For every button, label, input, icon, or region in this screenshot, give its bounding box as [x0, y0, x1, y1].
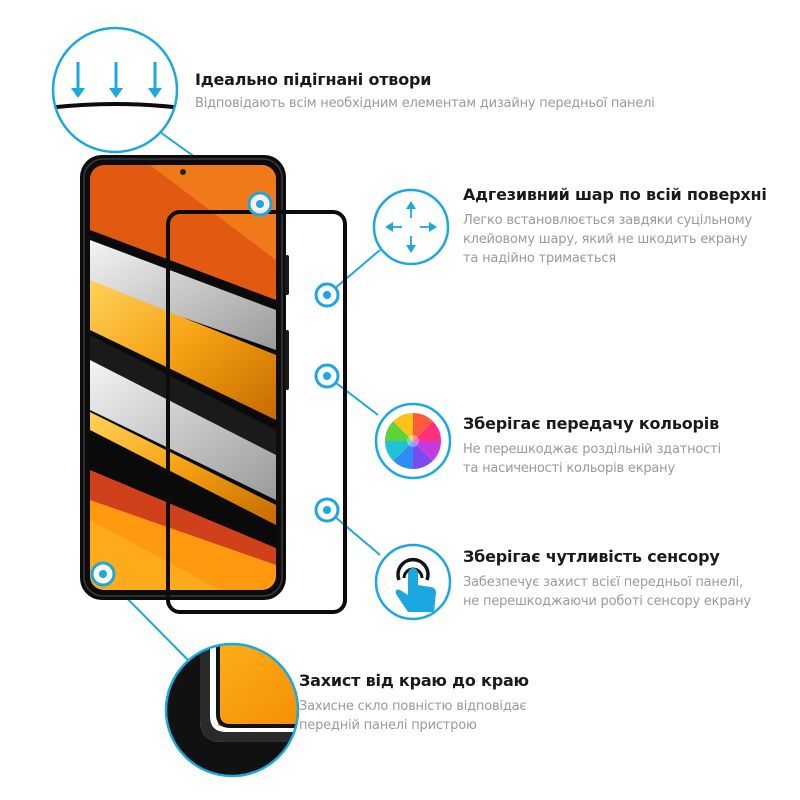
phone [80, 155, 289, 600]
feature-description: Захисне скло повністю відповідає передні… [299, 699, 527, 733]
point-markers [90, 191, 340, 587]
feature-description: Легко встановлюється завдяки суцільному … [463, 213, 752, 266]
edge-corner-icon [164, 642, 300, 778]
feature-adhesive-layer: Адгезивний шар по всій поверхні Легко вс… [463, 185, 767, 268]
phone-screen [90, 165, 276, 590]
feature-color-transfer: Зберігає передачу кольорів Не перешкоджа… [463, 414, 721, 478]
feature-title: Зберігає передачу кольорів [463, 414, 719, 433]
feature-description: Відповідають всім необхідним елементам д… [195, 96, 655, 111]
feature-title: Захист від краю до краю [299, 671, 529, 690]
color-wheel-icon [374, 402, 452, 480]
feature-touch-sensitivity: Зберігає чутливість сенсору Забезпечує з… [463, 547, 751, 611]
touch-hand-icon [374, 543, 452, 621]
feature-title: Зберігає чутливість сенсору [463, 547, 720, 566]
feature-description: Забезпечує захист всієї передньої панелі… [463, 575, 751, 609]
feature-perfect-holes: Ідеально підігнані отвори Відповідають в… [195, 70, 655, 113]
feature-title: Адгезивний шар по всій поверхні [463, 185, 767, 204]
feature-edge-to-edge: Захист від краю до краю Захисне скло пов… [299, 671, 529, 735]
four-way-arrows-icon [372, 188, 450, 266]
down-arrows-icon [51, 26, 179, 154]
feature-description: Не перешкоджає роздільній здатності та н… [463, 442, 721, 476]
feature-title: Ідеально підігнані отвори [195, 70, 432, 89]
